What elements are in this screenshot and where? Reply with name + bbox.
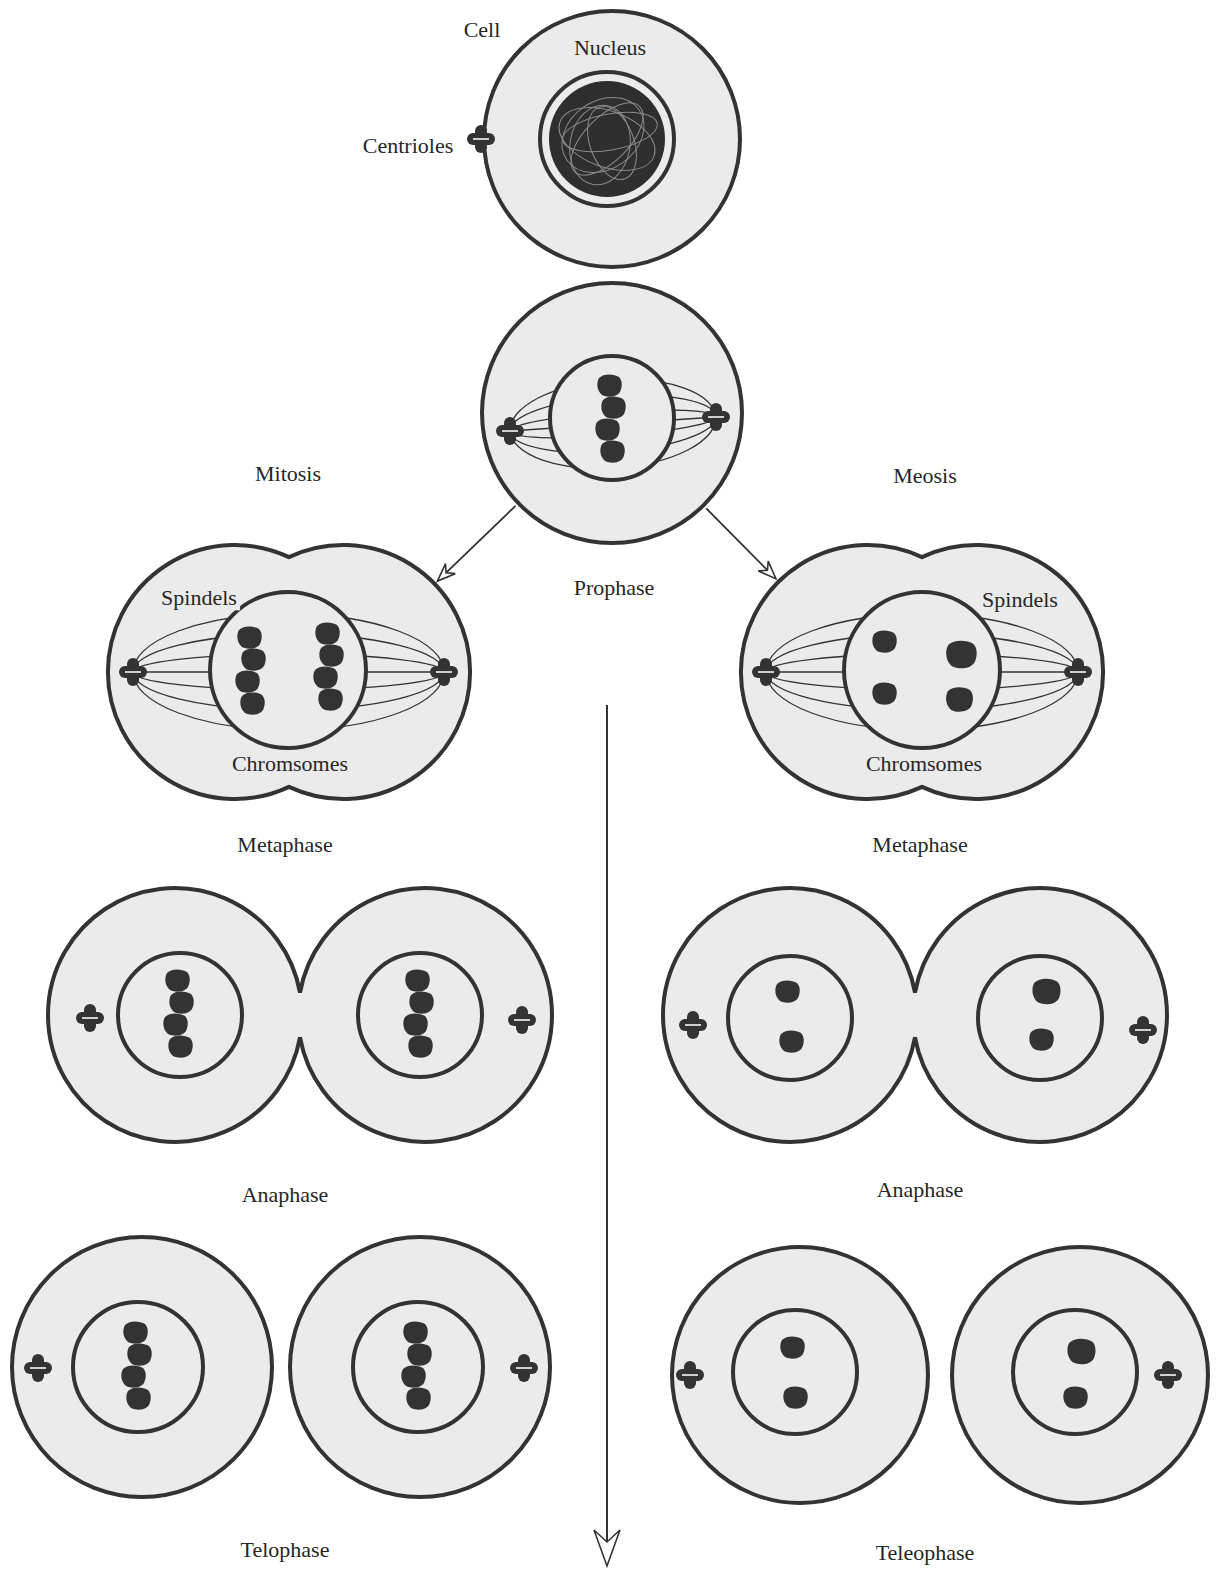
centriole [752, 658, 780, 686]
centriole [676, 1361, 704, 1389]
centriole [1064, 658, 1092, 686]
phase-label: Telophase [238, 1537, 333, 1562]
phase-label: Teleophase [873, 1540, 978, 1565]
mitosis-metaphase-cell [108, 545, 470, 799]
nucleus-membrane [73, 1302, 203, 1432]
phase-label: Anaphase [874, 1177, 967, 1202]
chromosomes [401, 1322, 431, 1410]
cell-membrane [482, 283, 742, 543]
meiosis-metaphase-cell [741, 545, 1103, 799]
nucleus-membrane [733, 1310, 857, 1434]
nucleus-membrane [844, 592, 1000, 748]
chromosomes [595, 375, 625, 463]
time-arrow [594, 705, 620, 1566]
cell-circle: Prophase [482, 283, 742, 543]
meiosis-anaphase-cells [663, 888, 1167, 1142]
dividing-cell: SpindelsChromsomesMetaphase [741, 545, 1103, 799]
phase-label: Meosis [890, 463, 960, 488]
cell-part-label: Chromsomes [863, 751, 985, 776]
phase-label: Anaphase [239, 1182, 332, 1207]
nucleus-membrane [540, 72, 674, 206]
mitosis-telophase-cells [12, 1237, 550, 1497]
cell-part-label: Metaphase [234, 832, 335, 857]
chromatin [549, 81, 665, 197]
cell-membrane [663, 888, 1167, 1142]
division-arrow [706, 508, 776, 579]
cell-membrane [108, 545, 470, 799]
cell-membrane [952, 1247, 1208, 1503]
chromosome [779, 1031, 803, 1053]
phase-label: Mitosis [252, 461, 324, 486]
centriole [508, 1006, 536, 1034]
chromosome [1032, 979, 1060, 1005]
chromosome [780, 1337, 804, 1359]
chromosomes [403, 970, 433, 1058]
cell-circle: CellNucleus [484, 11, 740, 267]
nucleus-membrane [358, 953, 482, 1077]
cell-membrane [12, 1237, 272, 1497]
centriole [510, 1354, 538, 1382]
nucleus-membrane [353, 1302, 483, 1432]
centriole [496, 417, 524, 445]
division-arrow [437, 506, 515, 581]
centriole [24, 1354, 52, 1382]
cell-membrane [672, 1247, 928, 1503]
chromosomes [313, 623, 343, 711]
cell-part-label: Metaphase [869, 832, 970, 857]
stage-label: Cell [461, 17, 504, 42]
centriole [430, 658, 458, 686]
chromosome [775, 981, 799, 1003]
dividing-cell: SpindelsChromsomesMetaphase [108, 545, 470, 799]
cell-membrane [290, 1237, 550, 1497]
stage-label: Prophase [571, 575, 658, 600]
meiosis-telophase-cells [672, 1247, 1208, 1503]
stage-label: Nucleus [571, 35, 649, 60]
spindle-fibres [507, 373, 719, 475]
chromosomes [121, 1322, 151, 1410]
chromosome [1029, 1029, 1053, 1051]
centriole [679, 1011, 707, 1039]
prophase-cell [482, 283, 742, 543]
centriole [702, 403, 730, 431]
nucleus-membrane [550, 356, 674, 480]
chromosome [872, 683, 896, 705]
chromosome [946, 687, 973, 711]
cell-part-label: Chromsomes [229, 751, 351, 776]
cell-part-label: Spindels [158, 585, 240, 610]
cell-part-label: Spindels [979, 587, 1061, 612]
nucleus-membrane [118, 953, 242, 1077]
chromosomes [163, 970, 193, 1058]
centriole [1154, 1361, 1182, 1389]
nucleus-membrane [210, 592, 366, 748]
nucleus-membrane [978, 956, 1102, 1080]
chromosome [872, 631, 896, 653]
phase-label: Centrioles [360, 133, 456, 158]
centriole [1129, 1016, 1157, 1044]
nucleus-membrane [728, 956, 852, 1080]
chromosomes [235, 627, 265, 715]
nucleus-circle: Nucleus [540, 72, 674, 206]
centriole [467, 125, 495, 153]
mitosis-anaphase-cells [48, 888, 552, 1142]
chromosome [1063, 1387, 1087, 1409]
chromatin-threads [547, 82, 663, 190]
centriole [119, 658, 147, 686]
chromosome [946, 641, 977, 669]
cell-membrane [741, 545, 1103, 799]
cell-membrane [48, 888, 552, 1142]
interphase-cell [467, 11, 740, 267]
centriole [76, 1004, 104, 1032]
chromosome [1067, 1339, 1095, 1365]
cell-membrane [484, 11, 740, 267]
nucleus-membrane [1013, 1310, 1137, 1434]
chromosome [783, 1387, 807, 1409]
